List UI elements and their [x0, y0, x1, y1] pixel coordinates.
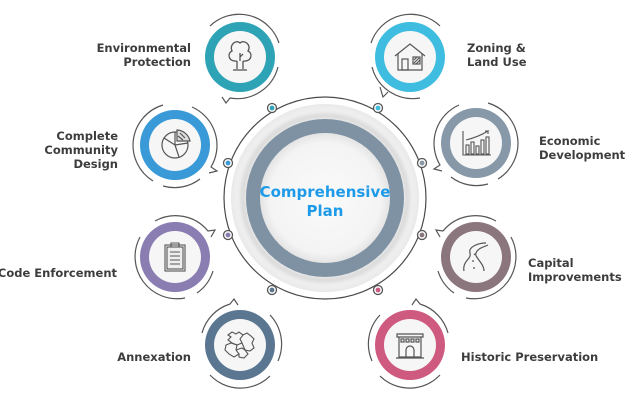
- label-historic-preservation: Historic Preservation: [461, 350, 598, 364]
- label-annexation: Annexation: [117, 350, 191, 364]
- node-economic-development[interactable]: [432, 102, 519, 187]
- road-icon: [463, 242, 489, 272]
- label-environmental-protection: Environmental Protection: [97, 41, 191, 69]
- label-line: Code Enforcement: [0, 266, 117, 280]
- label-line: Improvements: [528, 270, 622, 284]
- label-line: Capital: [528, 256, 574, 270]
- node-zoning-land-use[interactable]: [370, 13, 447, 100]
- central-hub: [223, 96, 427, 300]
- tree-icon: [228, 41, 252, 71]
- connector-dot-environmental: [266, 102, 278, 114]
- label-line: Economic: [539, 134, 601, 148]
- map-parcels-icon: [224, 331, 255, 359]
- label-line: Protection: [123, 55, 191, 69]
- connector-dot-economic: [416, 157, 428, 169]
- node-historic-preservation[interactable]: [367, 297, 449, 389]
- label-line: Zoning &: [467, 41, 526, 55]
- house-icon: [394, 43, 426, 71]
- connector-dot-community: [222, 157, 234, 169]
- connector-dot-code: [222, 229, 234, 241]
- connector-dot-capital: [416, 229, 428, 241]
- label-line: Development: [539, 148, 626, 162]
- pie-chart-icon: [161, 129, 191, 159]
- label-capital-improvements: Capital Improvements: [528, 256, 622, 284]
- node-annexation[interactable]: [201, 297, 283, 389]
- center-title: Comprehensive Plan: [245, 183, 405, 221]
- node-complete-community-design[interactable]: [132, 104, 219, 189]
- clipboard-icon: [164, 242, 186, 272]
- connector-dots: [222, 102, 428, 296]
- bar-chart-icon: [462, 130, 491, 156]
- label-complete-community-design: Complete Community Design: [44, 129, 118, 171]
- label-economic-development: Economic Development: [539, 134, 625, 162]
- label-line: Community: [44, 143, 118, 157]
- connector-dot-zoning: [372, 102, 384, 114]
- node-environmental-protection[interactable]: [203, 13, 280, 105]
- node-code-enforcement[interactable]: [134, 215, 217, 300]
- connector-dot-annexation: [266, 284, 278, 296]
- label-code-enforcement: Code Enforcement: [0, 266, 117, 280]
- historic-building-icon: [396, 333, 424, 359]
- label-line: Complete: [56, 129, 118, 143]
- center-title-line1: Comprehensive: [259, 183, 391, 201]
- label-line: Design: [73, 157, 118, 171]
- label-line: Annexation: [117, 350, 191, 364]
- connector-dot-historic: [372, 284, 384, 296]
- label-line: Land Use: [467, 55, 527, 69]
- center-title-line2: Plan: [306, 202, 344, 220]
- label-zoning-land-use: Zoning & Land Use: [467, 41, 527, 69]
- node-capital-improvements[interactable]: [434, 215, 517, 300]
- label-line: Environmental: [96, 41, 191, 55]
- label-line: Historic Preservation: [461, 350, 599, 364]
